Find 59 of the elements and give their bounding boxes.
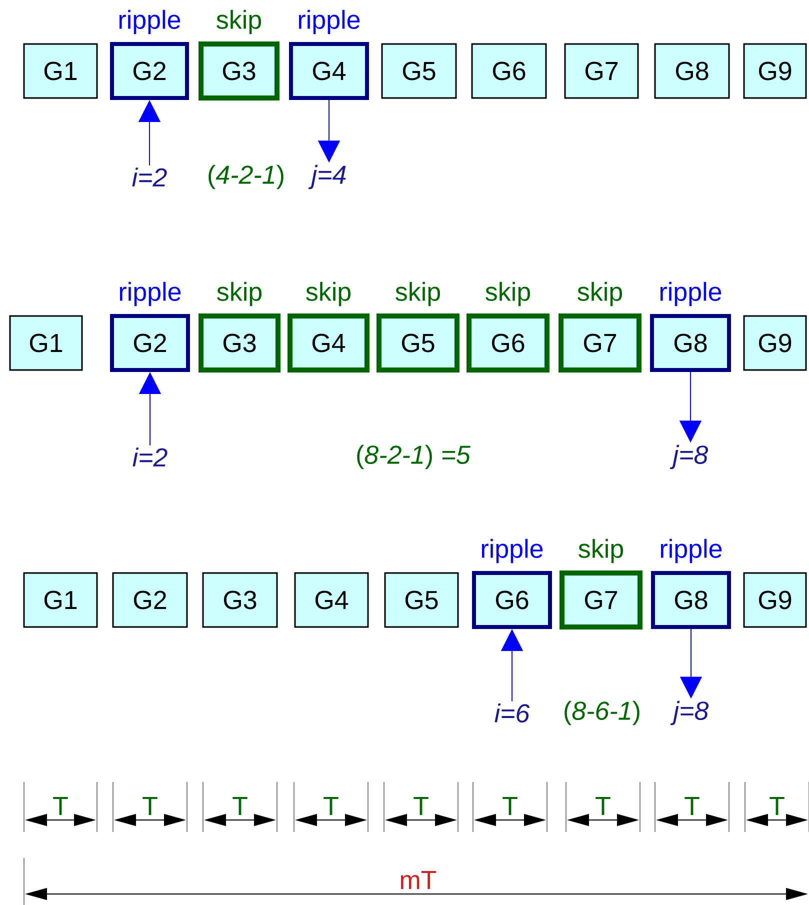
gate-box: G2 bbox=[110, 314, 190, 372]
dimension-label: T bbox=[684, 797, 700, 815]
gate-box: G7 bbox=[564, 43, 639, 99]
gate-box: G1 bbox=[23, 43, 98, 99]
box-label: ripple bbox=[660, 282, 722, 306]
index-label: j=8 bbox=[670, 444, 708, 470]
dimension-label: T bbox=[596, 797, 610, 815]
gate-box: G2 bbox=[112, 572, 188, 628]
formula-label: (8-2-1) =5 bbox=[357, 444, 470, 470]
box-label: skip bbox=[216, 10, 262, 34]
gate-box: G3 bbox=[198, 314, 280, 372]
box-label: skip bbox=[306, 282, 351, 306]
box-label: skip bbox=[486, 282, 530, 306]
index-label: i=2 bbox=[132, 168, 167, 186]
formula-label: (4-2-1) bbox=[208, 164, 284, 190]
box-label: skip bbox=[578, 538, 624, 564]
gate-box: G9 bbox=[743, 315, 807, 371]
gate-box: G1 bbox=[23, 572, 98, 628]
dimension-label: T bbox=[142, 797, 158, 815]
box-label: skip bbox=[578, 282, 622, 306]
box-label: ripple bbox=[119, 10, 180, 34]
box-label: skip bbox=[217, 282, 262, 306]
index-label: j=4 bbox=[308, 164, 346, 190]
gate-box: G4 bbox=[294, 572, 369, 628]
gate-box: G9 bbox=[743, 43, 807, 99]
gate-box: G6 bbox=[471, 43, 547, 99]
gate-box: G8 bbox=[651, 571, 731, 629]
dimension-label: T bbox=[502, 797, 518, 815]
gate-box: G3 bbox=[198, 42, 280, 100]
gate-box: G8 bbox=[650, 314, 731, 372]
index-label: i=2 bbox=[132, 448, 168, 466]
gate-box: G4 bbox=[288, 314, 370, 372]
box-label: ripple bbox=[298, 10, 360, 34]
gate-box: G4 bbox=[289, 42, 369, 100]
gate-box: G6 bbox=[472, 571, 552, 629]
index-label: j=8 bbox=[670, 700, 709, 726]
box-label: ripple bbox=[660, 538, 722, 564]
dimension-label: T bbox=[770, 797, 784, 815]
box-label: skip bbox=[396, 282, 440, 306]
dimension-label: mT bbox=[400, 871, 436, 889]
box-label: ripple bbox=[120, 282, 181, 306]
dimension-label: T bbox=[232, 797, 248, 815]
gate-box: G5 bbox=[384, 572, 459, 628]
box-label: ripple bbox=[482, 538, 543, 564]
gate-box: G7 bbox=[558, 314, 642, 372]
gate-box: G8 bbox=[654, 43, 730, 99]
gate-box: G6 bbox=[466, 314, 550, 372]
index-label: i=6 bbox=[494, 703, 530, 723]
gate-box: G2 bbox=[110, 42, 189, 100]
gate-box: G7 bbox=[560, 570, 642, 630]
gate-box: G3 bbox=[202, 572, 278, 628]
gate-box: G1 bbox=[9, 315, 83, 371]
gate-box: G9 bbox=[743, 572, 807, 628]
gate-box: G5 bbox=[376, 314, 460, 372]
gate-box: G5 bbox=[381, 43, 457, 99]
formula-label: (8-6-1) bbox=[564, 700, 640, 726]
dimension-label: T bbox=[414, 797, 428, 815]
dimension-label: T bbox=[53, 797, 68, 815]
dimension-label: T bbox=[324, 797, 338, 815]
